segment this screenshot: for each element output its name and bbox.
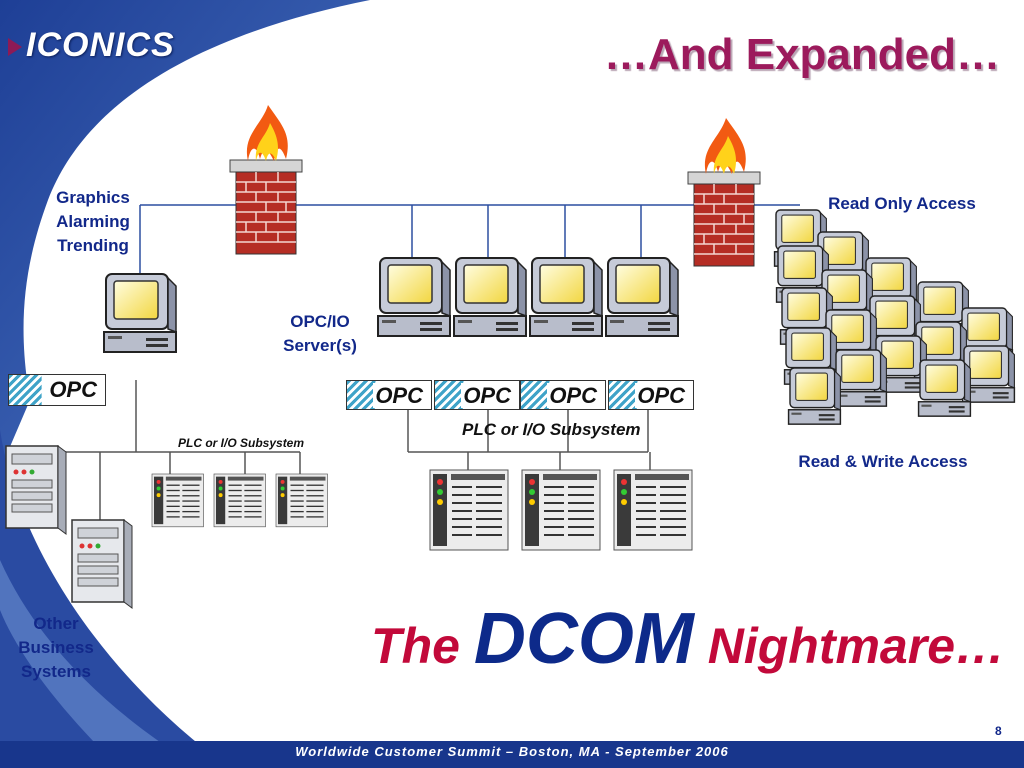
headline: The DCOM Nightmare… — [215, 598, 1005, 680]
plc-icon — [213, 473, 266, 528]
server-icon — [5, 445, 67, 535]
read-only-label: Read Only Access — [828, 194, 976, 213]
iconics-logo: ICONICS — [8, 26, 175, 65]
footer-text: Worldwide Customer Summit – Boston, MA -… — [295, 744, 729, 759]
firewall-icon — [229, 159, 303, 255]
footer-bar: Worldwide Customer Summit – Boston, MA -… — [0, 741, 1024, 768]
plc-icon — [521, 469, 601, 551]
plc-subsystem-label: PLC or I/O Subsystem — [178, 436, 305, 450]
opc-logo: OPC — [520, 380, 606, 410]
opc-logo: OPC — [434, 380, 520, 410]
server-icon — [71, 519, 133, 609]
read-write-label: Read & Write Access — [798, 452, 968, 471]
headline-the: The — [371, 618, 460, 674]
computer-icon — [833, 349, 888, 407]
computer-icon — [787, 367, 842, 425]
computer-icon — [453, 257, 527, 337]
plc-icon — [275, 473, 328, 528]
headline-dcom: DCOM — [473, 599, 694, 679]
opc-servers-label: OPC/IO Server(s) — [283, 312, 357, 355]
plc-icon — [429, 469, 509, 551]
headline-nightmare: Nightmare… — [707, 618, 1005, 674]
plc-icon — [613, 469, 693, 551]
plc-icon — [151, 473, 204, 528]
page-number: 8 — [995, 724, 1002, 738]
computer-icon — [103, 273, 177, 353]
opc-logo: OPC — [346, 380, 432, 410]
computer-icon — [529, 257, 603, 337]
opc-logo: OPC — [608, 380, 694, 410]
client-roles-label: Graphics Alarming Trending — [56, 188, 130, 255]
plc-subsystem-label: PLC or I/O Subsystem — [462, 420, 641, 439]
computer-icon — [377, 257, 451, 337]
firewall-icon — [687, 171, 761, 267]
logo-triangle-icon — [8, 38, 22, 57]
opc-logo: OPC — [8, 374, 106, 406]
computer-icon — [917, 359, 972, 417]
computer-icon — [605, 257, 679, 337]
slide-title: …And Expanded… — [603, 30, 1000, 79]
other-systems-label: Other Business Systems — [18, 614, 94, 681]
